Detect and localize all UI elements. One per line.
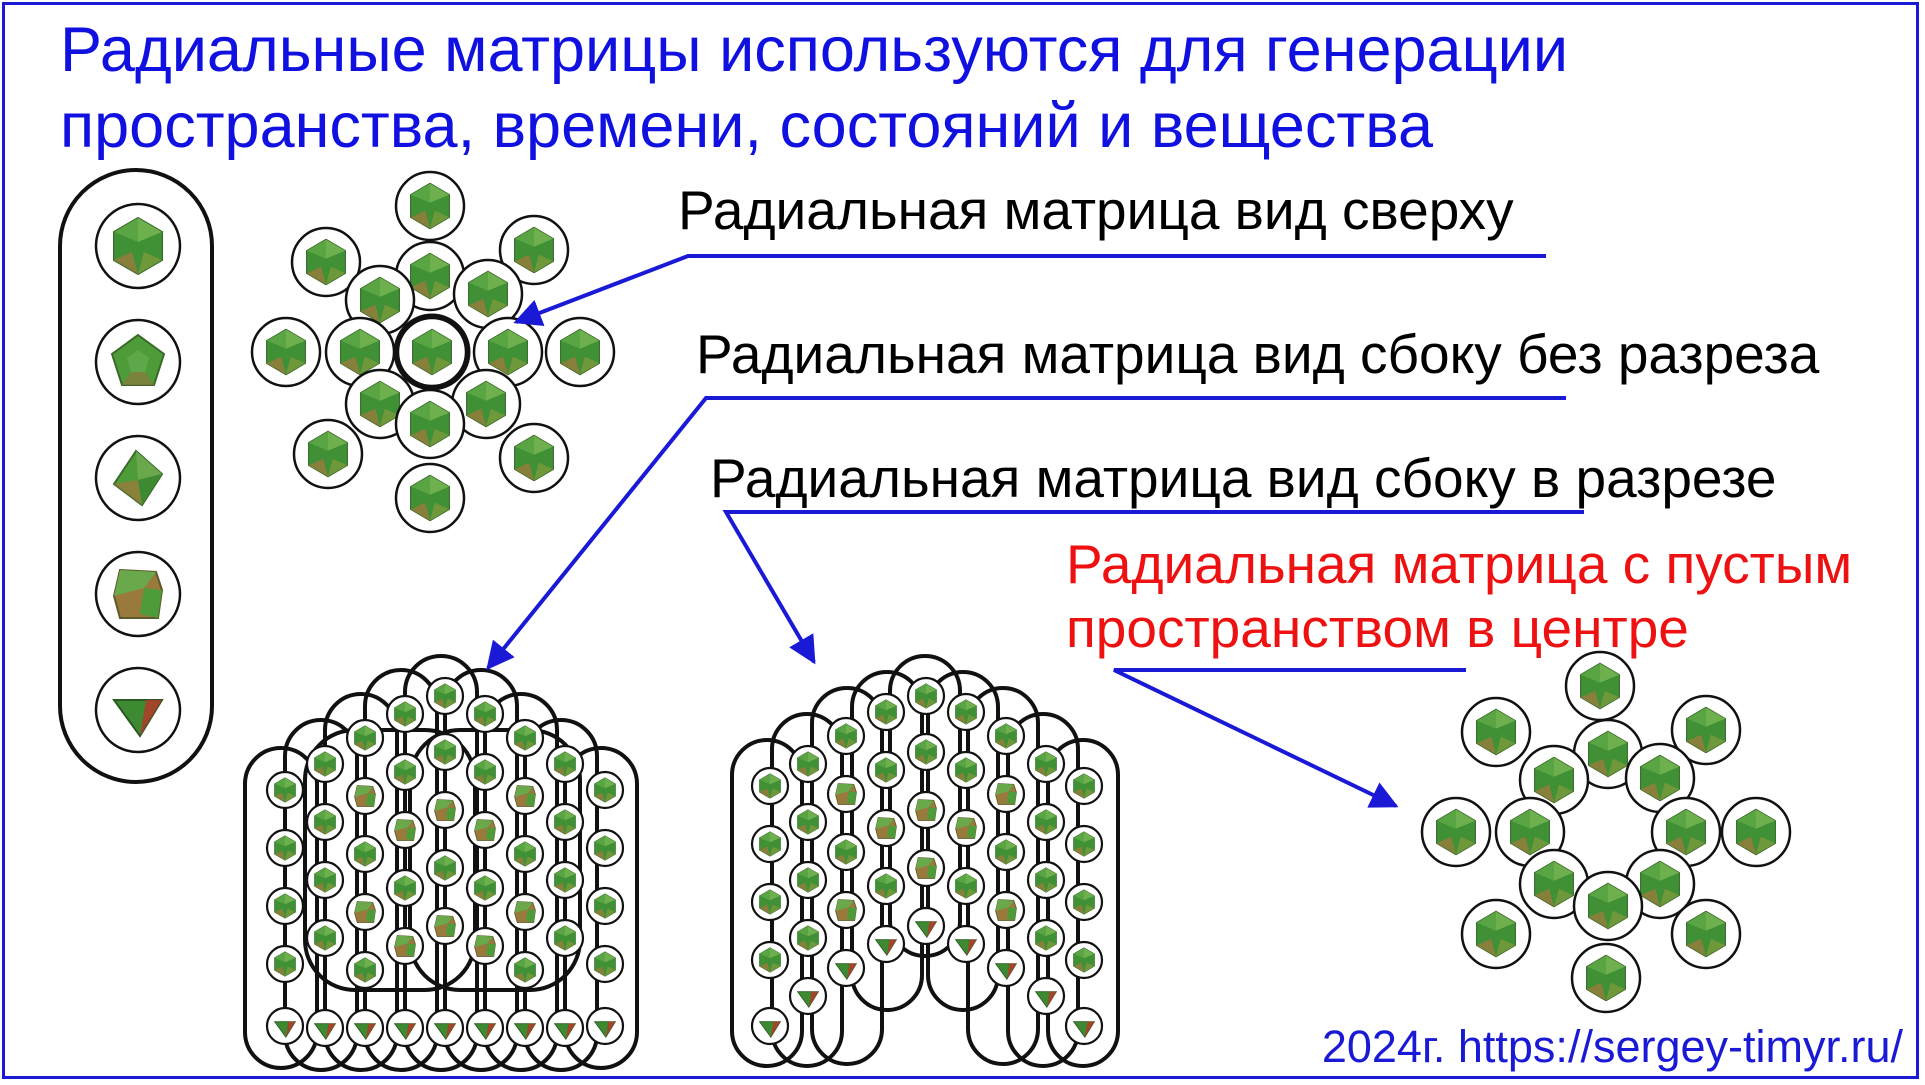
icosahedron-icon bbox=[94, 202, 182, 290]
radial-matrix-empty-center bbox=[1422, 652, 1790, 1012]
label-side-view: Радиальная матрица вид сбоку без разреза bbox=[696, 323, 1820, 385]
pointer-top-view bbox=[513, 254, 1546, 327]
label-top-view: Радиальная матрица вид сверху bbox=[678, 179, 1514, 241]
dodecahedron-icon bbox=[94, 318, 182, 406]
cube-icon bbox=[94, 550, 182, 638]
octahedron-icon bbox=[94, 434, 182, 522]
label-side-section: Радиальная матрица вид сбоку в разрезе bbox=[710, 447, 1777, 509]
tetrahedron-icon bbox=[94, 666, 182, 754]
pointer-side-view bbox=[486, 396, 1566, 671]
page-title: Радиальные матрицы используются для гене… bbox=[60, 15, 1569, 161]
label-empty-center: Радиальная матрица с пустым пространство… bbox=[1066, 533, 1853, 659]
radial-matrix-side-section bbox=[730, 654, 1120, 1068]
pointer-empty-center bbox=[1113, 668, 1466, 808]
footer-url: 2024г. https://sergey-timyr.ru/ bbox=[1321, 1021, 1903, 1072]
pointer-side-section bbox=[722, 510, 1584, 665]
radial-matrix-top-view bbox=[252, 172, 614, 532]
legend-capsule bbox=[58, 168, 214, 784]
